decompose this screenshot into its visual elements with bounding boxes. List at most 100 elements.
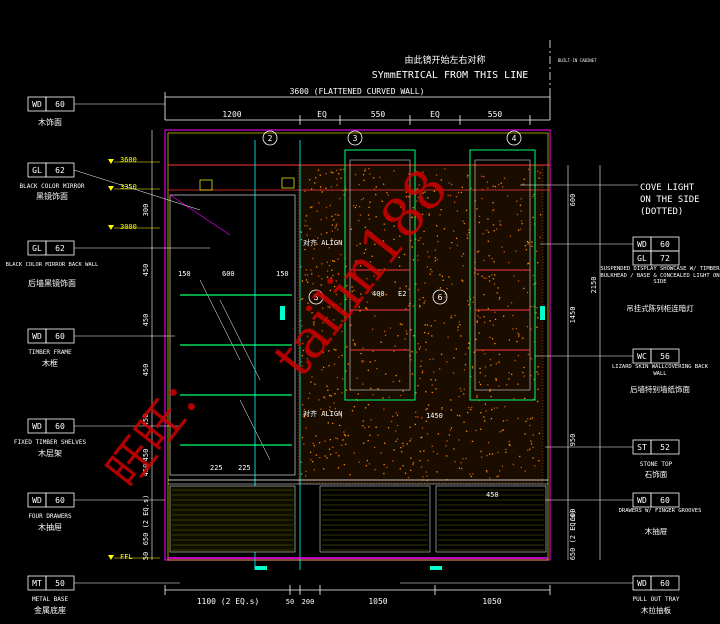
tag-cn: 木层架: [38, 448, 62, 458]
bottom-dim-4: 1050: [368, 597, 387, 606]
left-material-tags: WD 60 木饰面 GL 62 BLACK COLOR MIRROR 黑镜饰面 …: [6, 96, 210, 615]
bottom-dim-3: 200: [302, 598, 315, 606]
cove-light-line-3: (DOTTED): [640, 207, 683, 217]
vdim-right-4: 950: [569, 434, 577, 447]
tag-code: GL: [32, 166, 42, 175]
drawer-zone: [168, 479, 548, 570]
tag-code: WD: [637, 496, 647, 505]
inner-dim-1: 150: [178, 270, 191, 278]
material-tag-wd60-gl72-showcase: WD 60 GL 72 SUSPENDED DISPLAY SHOWCASE W…: [540, 236, 720, 313]
vdim-right-1: 600: [569, 194, 577, 207]
inner-dim-5: E2: [398, 290, 406, 298]
vdim-left-2: 450: [142, 264, 150, 277]
align-label-1: 对齐 ALIGN: [303, 238, 342, 247]
material-tag-wd60-pullout: WD 60 PULL OUT TRAY 木拉抽板: [400, 575, 680, 615]
tag-en: FIXED TIMBER SHELVES: [14, 439, 87, 446]
tag-cn: 木饰面: [38, 117, 62, 127]
tag-en-wrap: DRAWERS W/ FINGER GROOVES: [618, 508, 702, 514]
tag-cn: 吊挂式陈列柜连暗灯: [626, 303, 694, 313]
inner-dim-6: 225: [210, 464, 223, 472]
inner-dim-7: 225: [238, 464, 251, 472]
drawer-hatching: [172, 489, 544, 551]
built-in-cabinet-label: BUILT-IN CABINET: [558, 58, 597, 63]
material-tag-wd60-finger-drawers: WD 60 DRAWERS W/ FINGER GROOVES 木抽屉: [545, 492, 702, 536]
vdim-left-6: 450: [142, 449, 150, 462]
tag-en: BLACK COLOR MIRROR: [19, 183, 84, 190]
cove-light-line-1: COVE LIGHT: [640, 183, 695, 193]
tag-num: 60: [55, 100, 65, 109]
tag-code-2: GL: [637, 254, 647, 263]
top-dim-4: EQ: [430, 110, 440, 119]
tag-cn: 木拉抽板: [641, 605, 671, 615]
vdim-right-2: 2150: [590, 277, 598, 294]
bottom-dim-5: 1050: [482, 597, 501, 606]
top-dim-3: 550: [371, 110, 386, 119]
tag-cn: 后墙黑镜饰面: [28, 278, 76, 288]
vdim-left-4: 450: [142, 364, 150, 377]
tag-en: PULL OUT TRAY: [633, 596, 680, 603]
tag-cn: 木抽屉: [645, 526, 668, 536]
inner-dim-3: 150: [276, 270, 289, 278]
tag-cn: 木框: [42, 358, 58, 368]
cabinet-outline: [164, 129, 551, 561]
symmetry-note-cn: 由此镜开始左右对称: [404, 54, 485, 66]
level-3000: 3000: [120, 223, 137, 231]
material-tag-gl62-mirror: GL 62 BLACK COLOR MIRROR 黑镜饰面: [19, 162, 201, 211]
top-dim-2: EQ: [317, 110, 327, 119]
bottom-dim-2: 50: [286, 598, 294, 606]
material-tag-wd60-drawers: WD 60 FOUR DRAWERS 木抽屉: [27, 492, 165, 532]
tag-num: 60: [660, 579, 670, 588]
tag-num: 60: [55, 496, 65, 505]
tag-en: LIZARD SKIN WALLCOVERING BACK WALL: [611, 364, 709, 377]
top-dim-1: 1200: [222, 110, 241, 119]
level-marks: 3600 3350 3000 FFL: [108, 156, 160, 561]
tag-en-wrap: SUSPENDED DISPLAY SHOWCASE W/ TIMBER BUL…: [600, 266, 719, 285]
inner-dim-9: 1450: [426, 412, 443, 420]
tag-en: TIMBER FRAME: [28, 349, 72, 356]
material-tag-wd60-top: WD 60 木饰面: [27, 96, 165, 127]
section-mark-2: 2: [268, 134, 273, 143]
tag-cn: 金属底座: [34, 605, 66, 615]
tag-num: 62: [55, 166, 65, 175]
tag-cn: 后墙特别墙纸饰面: [630, 384, 690, 394]
right-material-tags: COVE LIGHT ON THE SIDE (DOTTED) WD 60 GL…: [400, 183, 720, 615]
tag-num: 50: [55, 579, 65, 588]
tag-cn: 黑镜饰面: [36, 191, 68, 201]
material-tag-wd60-shelves: WD 60 FIXED TIMBER SHELVES 木层架: [14, 418, 180, 458]
tag-en-wrap: LIZARD SKIN WALLCOVERING BACK WALL: [611, 364, 709, 377]
vdim-left-7: 450: [142, 464, 150, 477]
display-showcases: [254, 140, 545, 570]
cove-light-line-2: ON THE SIDE: [640, 195, 700, 205]
tag-num: 56: [660, 352, 670, 361]
tag-code: WD: [637, 579, 647, 588]
lizard-skin-wall: [297, 164, 544, 484]
symmetry-note-en: SYmmETRICAL FROM THIS LINE: [372, 70, 529, 81]
section-markers: 2 3 4 5 6: [262, 130, 522, 305]
section-mark-4: 4: [512, 134, 517, 143]
overall-dimension: 3600 (FLATTENED CURVED WALL): [290, 87, 425, 96]
tag-num: 60: [660, 496, 670, 505]
inner-dim-4: 400: [372, 290, 385, 298]
inner-dim-2: 600: [222, 270, 235, 278]
inner-dim-8: 450: [486, 491, 499, 499]
wallcovering-dots: [300, 168, 542, 481]
vdim-right-3: 1450: [569, 307, 577, 324]
cove-lights: [168, 164, 550, 191]
vdim-left-1: 300: [142, 204, 150, 217]
tag-en: BLACK COLOR MIRROR BACK WALL: [6, 262, 99, 268]
top-dim-5: 550: [488, 110, 503, 119]
tag-en: STONE TOP: [640, 461, 673, 468]
material-tag-wd60-frame: WD 60 TIMBER FRAME 木框: [27, 328, 175, 368]
section-mark-3: 3: [353, 134, 358, 143]
tag-num: 60: [55, 332, 65, 341]
align-label-2: 对齐 ALIGN: [303, 409, 342, 418]
inner-dimensions: 150 600 150 400 E2 225 225 450 1450: [178, 270, 499, 499]
tag-num: 52: [660, 443, 670, 452]
tag-en: METAL BASE: [32, 596, 69, 603]
tag-num: 60: [660, 240, 670, 249]
bottom-dimensions: 1100 (2 EQ.s) 50 200 1050 1050: [164, 585, 551, 606]
tag-en: DRAWERS W/ FINGER GROOVES: [618, 508, 702, 514]
level-ffl: FFL: [120, 553, 133, 561]
